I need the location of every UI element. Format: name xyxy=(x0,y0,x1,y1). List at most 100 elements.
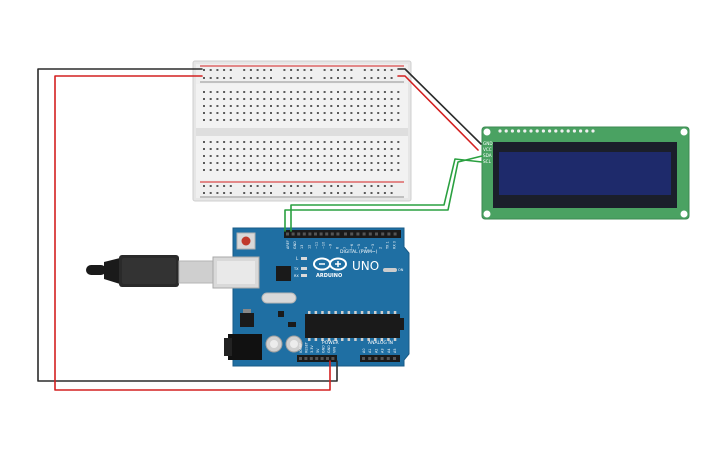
breadboard-rail-hole[interactable] xyxy=(303,69,306,71)
breadboard-hole[interactable] xyxy=(370,169,373,171)
breadboard-hole[interactable] xyxy=(229,148,232,150)
breadboard-hole[interactable] xyxy=(216,98,219,100)
breadboard-hole[interactable] xyxy=(296,98,299,100)
breadboard-hole[interactable] xyxy=(270,105,272,107)
breadboard-rail-hole[interactable] xyxy=(330,185,333,187)
breadboard-hole[interactable] xyxy=(243,141,246,143)
breadboard-hole[interactable] xyxy=(236,148,239,150)
breadboard-rail-hole[interactable] xyxy=(203,77,205,79)
breadboard-hole[interactable] xyxy=(303,141,306,143)
breadboard-hole[interactable] xyxy=(323,155,326,157)
breadboard-hole[interactable] xyxy=(370,105,373,107)
breadboard-hole[interactable] xyxy=(316,141,319,143)
breadboard-hole[interactable] xyxy=(249,91,252,93)
breadboard-hole[interactable] xyxy=(263,98,266,100)
breadboard-hole[interactable] xyxy=(283,162,286,164)
breadboard-hole[interactable] xyxy=(290,141,293,143)
breadboard-hole[interactable] xyxy=(390,155,393,157)
breadboard-rail-hole[interactable] xyxy=(377,69,380,71)
digital-pin-header[interactable] xyxy=(284,230,401,238)
breadboard-hole[interactable] xyxy=(316,162,319,164)
breadboard-rail-hole[interactable] xyxy=(209,77,212,79)
breadboard-hole[interactable] xyxy=(249,169,252,171)
breadboard-hole[interactable] xyxy=(229,98,232,100)
breadboard-rail-hole[interactable] xyxy=(370,192,373,194)
breadboard-hole[interactable] xyxy=(330,169,333,171)
breadboard-hole[interactable] xyxy=(209,105,212,107)
breadboard-hole[interactable] xyxy=(337,148,339,150)
header-pin-hole[interactable] xyxy=(331,357,335,360)
breadboard-hole[interactable] xyxy=(229,105,232,107)
breadboard-hole[interactable] xyxy=(343,119,346,121)
breadboard-hole[interactable] xyxy=(397,141,400,143)
breadboard-hole[interactable] xyxy=(216,119,219,121)
breadboard-hole[interactable] xyxy=(370,112,373,114)
breadboard-hole[interactable] xyxy=(263,141,266,143)
breadboard-hole[interactable] xyxy=(249,98,252,100)
breadboard-hole[interactable] xyxy=(290,162,293,164)
header-pin-hole[interactable] xyxy=(336,232,340,236)
breadboard-hole[interactable] xyxy=(276,112,279,114)
breadboard-rail-hole[interactable] xyxy=(243,192,246,194)
breadboard-hole[interactable] xyxy=(229,162,232,164)
breadboard-hole[interactable] xyxy=(236,141,239,143)
breadboard-hole[interactable] xyxy=(323,98,326,100)
breadboard-hole[interactable] xyxy=(263,148,266,150)
breadboard-rail-hole[interactable] xyxy=(256,185,259,187)
breadboard-hole[interactable] xyxy=(310,91,313,93)
breadboard-hole[interactable] xyxy=(357,155,360,157)
breadboard-rail-hole[interactable] xyxy=(223,77,226,79)
breadboard-hole[interactable] xyxy=(343,98,346,100)
header-pin-hole[interactable] xyxy=(356,232,360,236)
breadboard-rail-hole[interactable] xyxy=(310,69,313,71)
breadboard-hole[interactable] xyxy=(337,91,339,93)
breadboard-rail-hole[interactable] xyxy=(243,185,246,187)
breadboard-hole[interactable] xyxy=(357,105,360,107)
breadboard-hole[interactable] xyxy=(216,112,219,114)
breadboard-hole[interactable] xyxy=(236,169,239,171)
breadboard-hole[interactable] xyxy=(216,155,219,157)
breadboard-rail-hole[interactable] xyxy=(383,69,386,71)
breadboard-hole[interactable] xyxy=(290,91,293,93)
breadboard-hole[interactable] xyxy=(236,91,239,93)
breadboard-hole[interactable] xyxy=(209,98,212,100)
wire-scl-green[interactable] xyxy=(290,158,483,232)
breadboard-hole[interactable] xyxy=(370,98,373,100)
breadboard-rail-hole[interactable] xyxy=(390,69,393,71)
breadboard-rail-hole[interactable] xyxy=(330,192,333,194)
breadboard-hole[interactable] xyxy=(229,169,232,171)
breadboard-rail-hole[interactable] xyxy=(363,192,366,194)
breadboard-hole[interactable] xyxy=(243,155,246,157)
breadboard-rail-hole[interactable] xyxy=(377,77,380,79)
breadboard-hole[interactable] xyxy=(350,162,353,164)
breadboard-hole[interactable] xyxy=(397,119,400,121)
breadboard-hole[interactable] xyxy=(316,112,319,114)
breadboard-hole[interactable] xyxy=(316,105,319,107)
breadboard-hole[interactable] xyxy=(209,169,212,171)
breadboard-holes[interactable] xyxy=(203,69,400,194)
breadboard-hole[interactable] xyxy=(236,162,239,164)
breadboard-hole[interactable] xyxy=(370,91,373,93)
header-pin-hole[interactable] xyxy=(314,232,317,236)
breadboard-hole[interactable] xyxy=(276,98,279,100)
breadboard-hole[interactable] xyxy=(303,91,306,93)
breadboard-hole[interactable] xyxy=(270,119,272,121)
breadboard-hole[interactable] xyxy=(263,91,266,93)
header-pin-hole[interactable] xyxy=(344,232,347,236)
breadboard-rail-hole[interactable] xyxy=(363,77,366,79)
breadboard-hole[interactable] xyxy=(377,105,380,107)
breadboard-hole[interactable] xyxy=(343,148,346,150)
header-pin-hole[interactable] xyxy=(297,232,301,236)
breadboard-rail-hole[interactable] xyxy=(216,192,219,194)
breadboard-hole[interactable] xyxy=(343,155,346,157)
breadboard-hole[interactable] xyxy=(249,105,252,107)
breadboard-hole[interactable] xyxy=(363,141,366,143)
breadboard[interactable] xyxy=(192,60,412,202)
breadboard-rail-hole[interactable] xyxy=(296,192,299,194)
breadboard-hole[interactable] xyxy=(350,119,353,121)
breadboard-hole[interactable] xyxy=(223,91,226,93)
breadboard-rail-hole[interactable] xyxy=(203,185,205,187)
breadboard-hole[interactable] xyxy=(383,112,386,114)
breadboard-hole[interactable] xyxy=(310,119,313,121)
